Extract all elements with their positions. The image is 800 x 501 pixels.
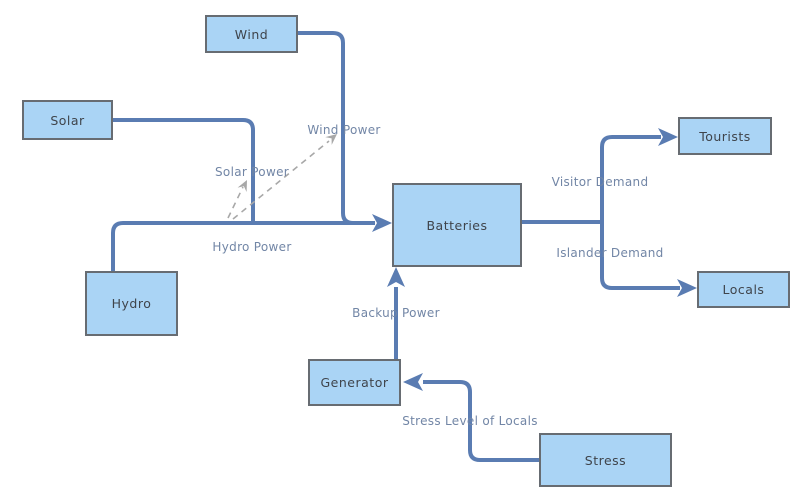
node-solar[interactable]: Solar: [22, 100, 113, 140]
dashed-arrow-to-wind-power: [232, 134, 337, 220]
edge-solar-power: [113, 118, 255, 224]
edge-label-solar-power: Solar Power: [215, 165, 289, 179]
edge-backup-power: [387, 267, 405, 359]
node-hydro[interactable]: Hydro: [85, 271, 178, 336]
edge-label-stress-level: Stress Level of Locals: [402, 414, 538, 428]
node-generator-label: Generator: [320, 375, 389, 390]
node-locals-label: Locals: [722, 282, 765, 297]
edge-label-visitor-demand: Visitor Demand: [551, 175, 649, 189]
node-wind-label: Wind: [234, 26, 269, 42]
edge-label-wind-power: Wind Power: [307, 123, 381, 137]
node-stress-label: Stress: [584, 452, 627, 468]
arrowhead-into-batteries: [372, 214, 392, 232]
edge-label-backup-power: Backup Power: [352, 306, 440, 320]
arrowhead-into-generator: [403, 373, 423, 391]
edge-label-hydro-power: Hydro Power: [212, 240, 292, 254]
node-solar-label: Solar: [50, 112, 85, 128]
edge-hydro-power: [111, 214, 392, 271]
node-tourists-label: Tourists: [699, 128, 751, 144]
node-locals[interactable]: Locals: [697, 271, 790, 308]
node-batteries-label: Batteries: [426, 217, 488, 233]
node-wind[interactable]: Wind: [205, 15, 298, 53]
dashed-arrow-to-solar-power: [227, 180, 247, 219]
edge-islander-demand: [600, 222, 697, 297]
arrowhead-into-tourists: [658, 128, 678, 146]
node-batteries[interactable]: Batteries: [392, 183, 522, 267]
node-tourists[interactable]: Tourists: [678, 117, 772, 155]
arrowhead-into-batteries-bottom: [387, 267, 405, 287]
node-hydro-label: Hydro: [111, 296, 152, 311]
edge-label-islander-demand: Islander Demand: [556, 246, 664, 260]
node-generator[interactable]: Generator: [308, 359, 401, 406]
edge-visitor-demand: [522, 128, 678, 224]
arrowhead-into-locals: [677, 279, 697, 297]
edge-stress-level: [403, 373, 539, 462]
node-stress[interactable]: Stress: [539, 433, 672, 487]
